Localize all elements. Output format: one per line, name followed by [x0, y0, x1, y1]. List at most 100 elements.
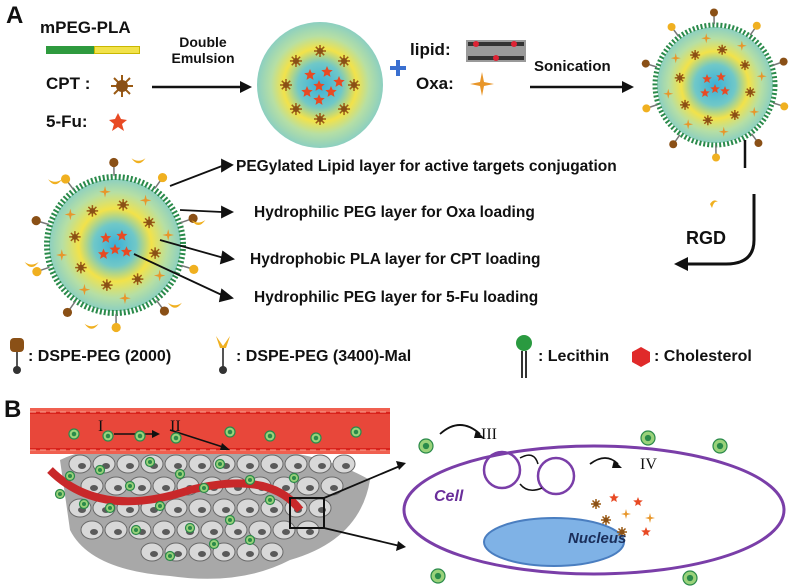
small-nanoparticle [418, 438, 434, 454]
fu-molecule [641, 527, 651, 536]
blood-vessel [30, 408, 390, 454]
peg-lipid-chain [180, 264, 199, 274]
panel-a-letter: A [6, 2, 24, 29]
peg-lipid-chain [772, 57, 788, 67]
oxa-molecule [153, 269, 166, 282]
fu-molecule [720, 86, 730, 95]
small-nanoparticle [264, 494, 276, 506]
small-nanoparticle [712, 438, 728, 454]
oxa-molecule [749, 106, 760, 117]
step-iv-label: IV [640, 456, 657, 473]
step-iii-label: III [481, 426, 497, 443]
oxa-molecule [645, 513, 655, 523]
small-nanoparticle [244, 534, 256, 546]
cpt-molecule [702, 115, 713, 126]
peg-lipid-chain [750, 133, 763, 148]
oxa-molecule [663, 88, 674, 99]
cpt-molecule [69, 231, 81, 243]
small-nanoparticle [310, 432, 322, 444]
peg-lipid-chain [709, 8, 718, 25]
small-nanoparticle [184, 522, 196, 534]
double-emulsion-arrow [152, 81, 252, 93]
peg-block-icon [46, 46, 94, 54]
legend-dspe-3400: : DSPE-PEG (3400)-Mal [236, 348, 412, 365]
fu-molecule [716, 72, 726, 81]
oxa-molecule [670, 53, 681, 64]
cpt-molecule [131, 273, 144, 285]
small-nanoparticle [430, 568, 446, 584]
small-nanoparticle [174, 468, 186, 480]
small-nanoparticle [94, 464, 106, 476]
fu-molecule [609, 493, 619, 502]
layer-label-cpt: Hydrophobic PLA layer for CPT loading [250, 251, 541, 268]
panel-b-letter: B [4, 396, 22, 423]
small-nanoparticle [682, 570, 698, 586]
cell-label: Cell [434, 488, 464, 505]
fu-molecule [702, 74, 712, 83]
cpt-molecule [338, 103, 351, 116]
cpt-molecule [289, 103, 302, 116]
small-nanoparticle [244, 474, 256, 486]
cpt-molecule [591, 499, 601, 509]
layer-label-lipid: PEGylated Lipid layer for active targets… [236, 158, 617, 175]
fu-molecule [100, 232, 112, 243]
legend-lecithin: : Lecithin [538, 348, 610, 365]
rgd-peptide [24, 262, 39, 268]
cpt-molecule [729, 109, 740, 120]
peg-lipid-chain [669, 134, 681, 149]
cpt-molecule [75, 261, 87, 274]
rgd-arrow [674, 194, 756, 271]
target-cell [402, 424, 786, 576]
small-nanoparticle [224, 514, 236, 526]
lipid-coated-nanoparticle [641, 8, 789, 162]
dspe-peg-2000-icon [10, 338, 24, 374]
small-nanoparticle [78, 498, 90, 510]
cpt-label: CPT : [46, 74, 91, 93]
small-nanoparticle [288, 472, 300, 484]
small-nanoparticle [224, 426, 236, 438]
rgd-label: RGD [686, 228, 726, 248]
fu-molecule [710, 84, 720, 93]
oxa-molecule [718, 126, 729, 137]
fu-molecule [700, 88, 710, 97]
fu-molecule [98, 248, 109, 259]
peg-lipid-chain [772, 102, 789, 111]
peg-lipid-chain [641, 59, 658, 68]
peg-lipid-chain [642, 103, 658, 113]
cpt-molecule [348, 79, 360, 91]
cpt-molecule [617, 527, 627, 537]
oxa-molecule [139, 194, 152, 207]
fu-molecule [333, 76, 345, 87]
fu-molecule [301, 86, 313, 97]
cpt-molecule [314, 45, 326, 57]
fu-label: 5-Fu: [46, 112, 88, 131]
peg-lipid-chain [32, 266, 50, 277]
oxa-label: Oxa: [416, 74, 454, 93]
cholesterol-icon [632, 347, 650, 367]
small-nanoparticle [208, 538, 220, 550]
legend-dspe-2000: : DSPE-PEG (2000) [28, 348, 172, 365]
lipid-bilayer-icon [466, 40, 526, 62]
fu-molecule [313, 80, 325, 91]
cpt-molecule [745, 87, 756, 98]
oxa-molecule-icon [470, 72, 494, 96]
small-nanoparticle [214, 458, 226, 470]
oxa-molecule [162, 229, 174, 241]
cpt-molecule [690, 50, 701, 61]
step-i-label: I [98, 418, 104, 435]
pla-block-icon [94, 46, 140, 54]
plus-icon [390, 60, 406, 76]
legend-cholesterol: : Cholesterol [654, 348, 752, 365]
small-nanoparticle [640, 430, 656, 446]
cpt-molecule [739, 60, 750, 71]
small-nanoparticle [350, 426, 362, 438]
nucleus-label: Nucleus [568, 530, 627, 547]
peg-lipid-chain [154, 172, 168, 189]
peg-lipid-chain [60, 174, 75, 190]
lipid-label: lipid: [410, 40, 451, 59]
fu-molecule [313, 94, 325, 105]
fu-molecule [633, 497, 643, 506]
sonication-label: Sonication [534, 58, 611, 75]
fu-molecule [121, 246, 132, 257]
